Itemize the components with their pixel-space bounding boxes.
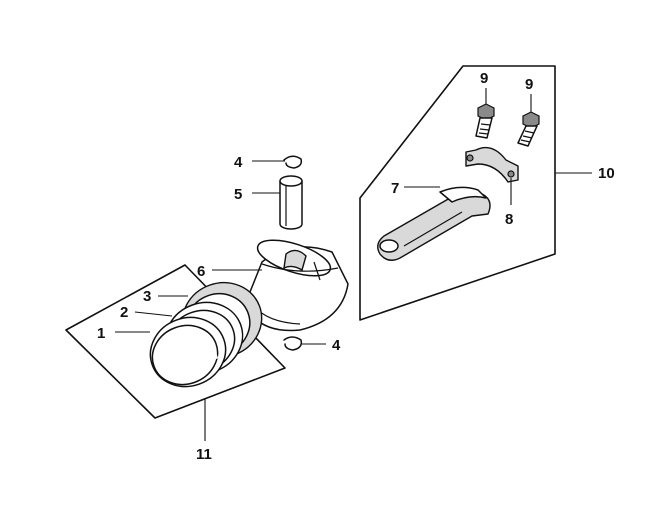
leader-2	[134, 311, 173, 317]
bolt-left	[475, 103, 495, 139]
connecting-rod	[377, 186, 491, 261]
callout-5: 5	[234, 186, 242, 203]
callout-10: 10	[598, 165, 615, 182]
callout-9-right: 9	[525, 76, 533, 93]
piston-pin	[279, 175, 303, 230]
callout-7: 7	[391, 180, 399, 197]
group-outline-connecting-rod	[359, 65, 556, 321]
callout-9-left: 9	[480, 70, 488, 87]
leader-lines	[115, 88, 592, 441]
callout-11: 11	[196, 446, 212, 463]
piston	[245, 239, 349, 332]
callout-4-top: 4	[234, 154, 243, 171]
callout-4-bottom: 4	[332, 337, 341, 354]
callout-8: 8	[505, 211, 513, 228]
rod-cap	[465, 146, 519, 183]
clip-bottom	[283, 336, 303, 351]
callout-2: 2	[120, 304, 128, 321]
bolt-right	[517, 111, 540, 147]
callout-6: 6	[197, 263, 205, 280]
callout-1: 1	[97, 325, 105, 342]
group-outline-piston-rings	[65, 264, 286, 419]
ring-1	[149, 316, 227, 388]
callout-3: 3	[143, 288, 151, 305]
clip-top	[283, 155, 303, 169]
